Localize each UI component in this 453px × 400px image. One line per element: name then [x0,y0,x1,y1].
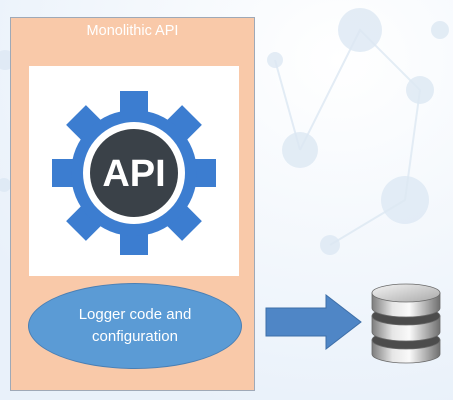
right-arrow-icon [265,294,362,350]
api-logo-text: API [102,153,165,195]
container-title: Monolithic API [86,23,179,39]
database-icon [371,283,441,364]
api-gear-icon: API [52,91,216,255]
logger-label: Logger code and configuration [78,306,192,345]
monolithic-api-container: Monolithic API API [10,17,255,391]
api-logo-panel: API [29,66,239,276]
logger-ellipse: Logger code and configuration [28,283,242,369]
